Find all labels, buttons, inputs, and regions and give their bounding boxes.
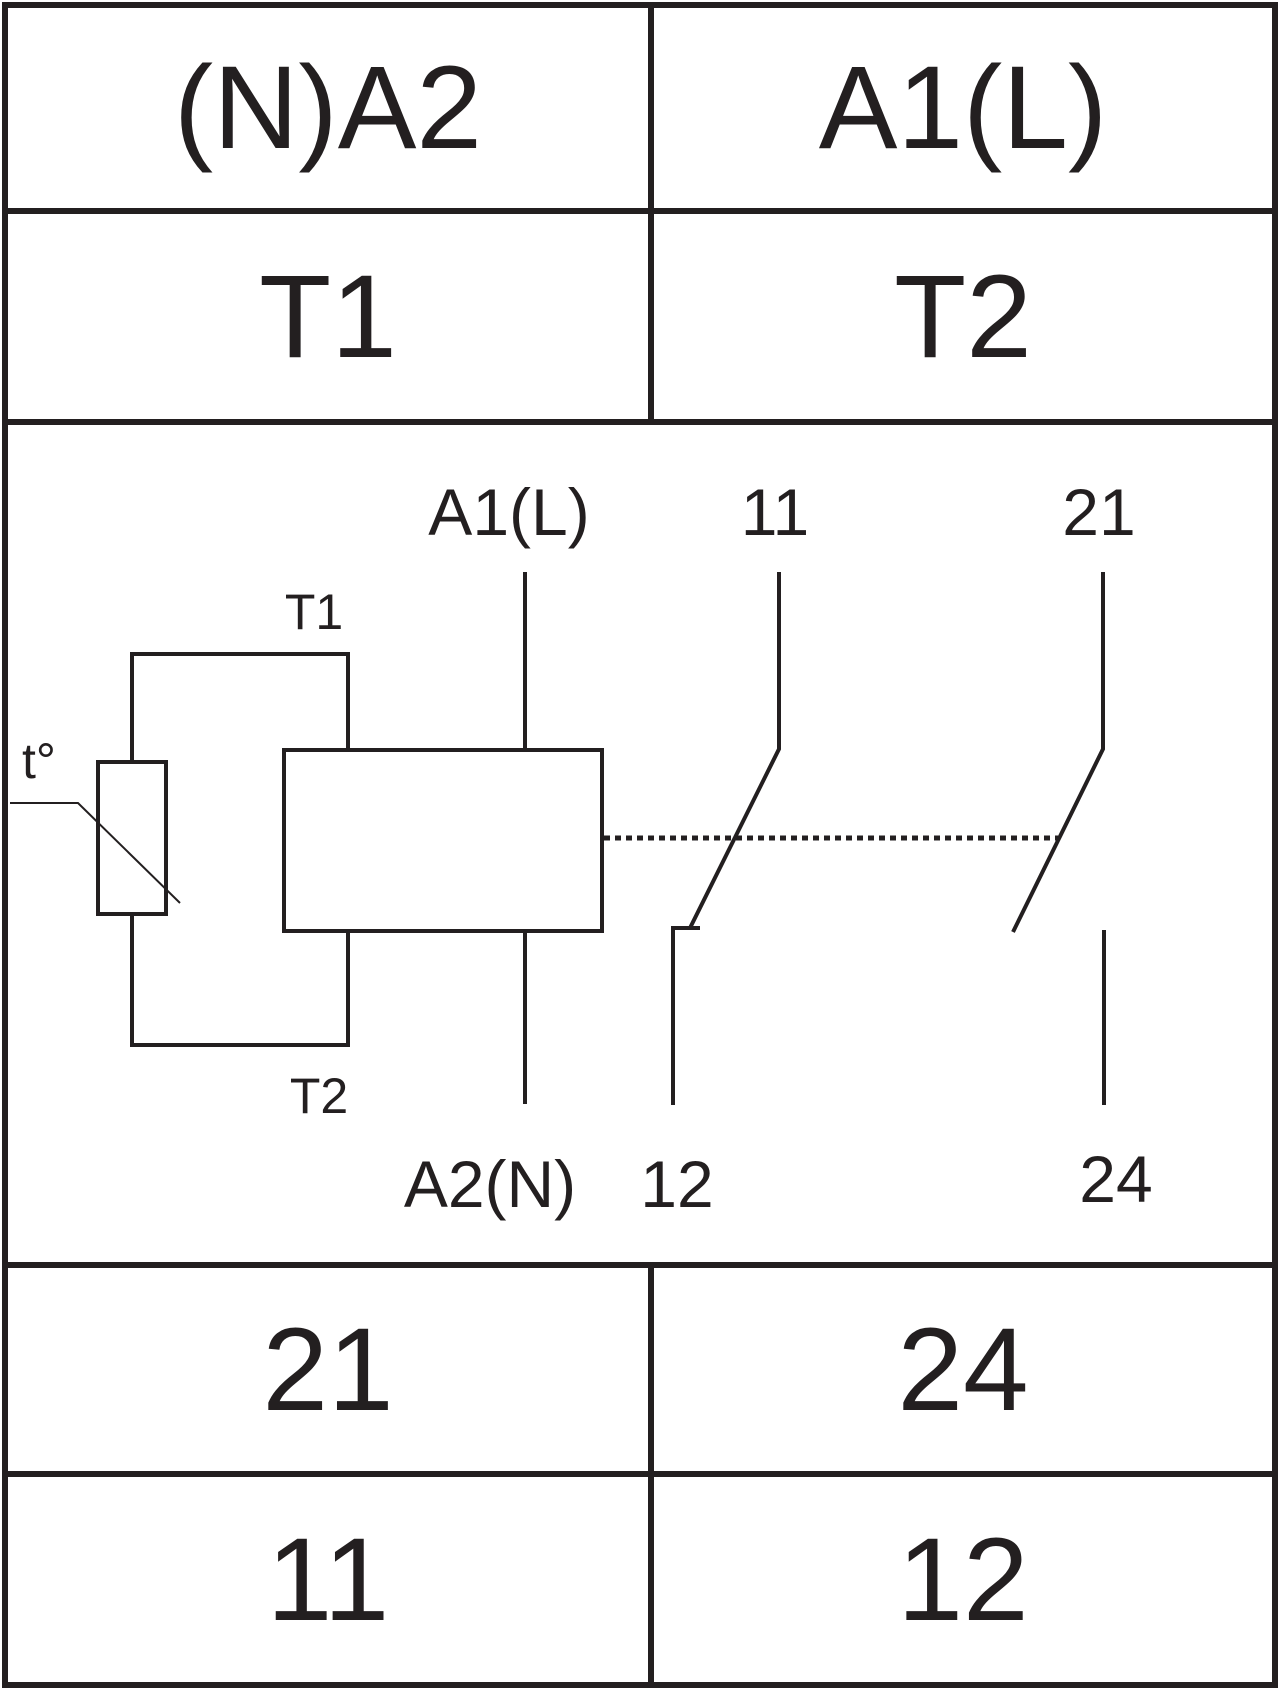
cell-header-right: A1(L) [818, 42, 1108, 174]
label-temperature: t° [22, 733, 56, 789]
thermistor-wire-bottom [130, 914, 350, 1047]
label-thermistor-bottom: T2 [290, 1068, 348, 1124]
label-coil-top: A1(L) [428, 475, 589, 549]
label-contact1-nc: 12 [640, 1147, 713, 1221]
label-coil-bottom: A2(N) [404, 1147, 576, 1221]
contact1-blade [688, 572, 781, 929]
cell-11: 11 [266, 1513, 390, 1646]
thermistor-wire-top [130, 652, 350, 762]
relay-coil [282, 748, 604, 933]
label-contact2-common: 21 [1062, 475, 1135, 549]
thermistor-slash [10, 802, 181, 904]
thermistor-symbol [96, 760, 168, 916]
label-contact2-no: 24 [1079, 1142, 1152, 1216]
contact2-blade [1011, 572, 1105, 933]
cell-t2: T2 [894, 250, 1032, 383]
cell-12: 12 [897, 1513, 1029, 1646]
cell-t1: T1 [259, 250, 397, 383]
label-thermistor-top: T1 [285, 584, 343, 640]
cell-24: 24 [897, 1303, 1029, 1436]
cell-header-left: (N)A2 [173, 42, 483, 174]
contact1-nc-terminal [671, 926, 700, 1105]
label-contact1-common: 11 [741, 475, 810, 549]
schematic: A1(L) A2(N) T1 T2 t° 11 12 21 24 [10, 475, 1153, 1221]
cell-21: 21 [262, 1303, 394, 1436]
